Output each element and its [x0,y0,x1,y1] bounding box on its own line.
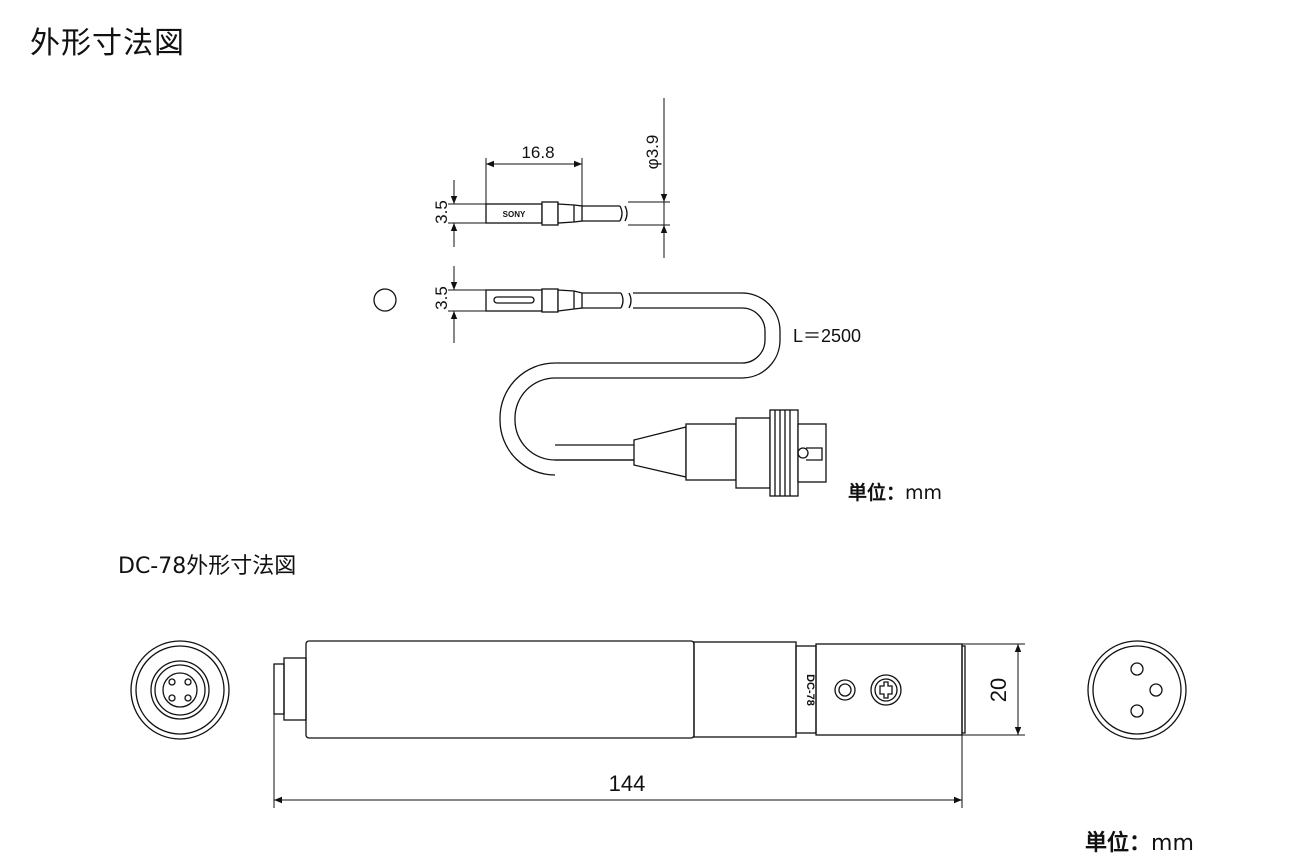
dc78-body-drawing [130,640,1187,808]
upper-unit-note: 単位：mm [848,478,942,505]
dim-total-length: 144 [609,771,646,796]
page-title: 外形寸法図 [30,26,185,61]
cable-plug-drawing: SONY [373,98,827,497]
dim-body-diameter: 20 [986,678,1011,702]
left-end-view [130,640,230,740]
connector-assembly [633,409,827,497]
dim-plug-height-bottom: 3.5 [432,286,451,310]
dim-plug-diameter: φ3.9 [643,135,662,170]
cable-length-label: L＝2500 [793,326,861,346]
plug-bottom-view [485,288,632,313]
cable-loop [499,292,781,476]
lower-unit-note: 単位：mm [1085,825,1194,857]
lower-dimensions [273,643,1025,808]
body-side-view [273,640,966,739]
upper-unit-value: mm [905,482,943,504]
plug-top-view: SONY [485,201,628,226]
upper-dimensions [448,98,670,343]
brand-marking: SONY [503,210,526,219]
dim-plug-length: 16.8 [521,143,554,162]
reference-circle [373,288,397,312]
lower-unit-label: 単位： [1085,831,1152,856]
model-marking: DC-78 [804,674,816,706]
lower-unit-value: mm [1151,831,1194,856]
dim-plug-height-top: 3.5 [432,200,451,224]
section-title-dc78: DC-78外形寸法図 [118,554,297,579]
upper-unit-label: 単位： [848,482,906,504]
right-end-view [1087,640,1187,740]
